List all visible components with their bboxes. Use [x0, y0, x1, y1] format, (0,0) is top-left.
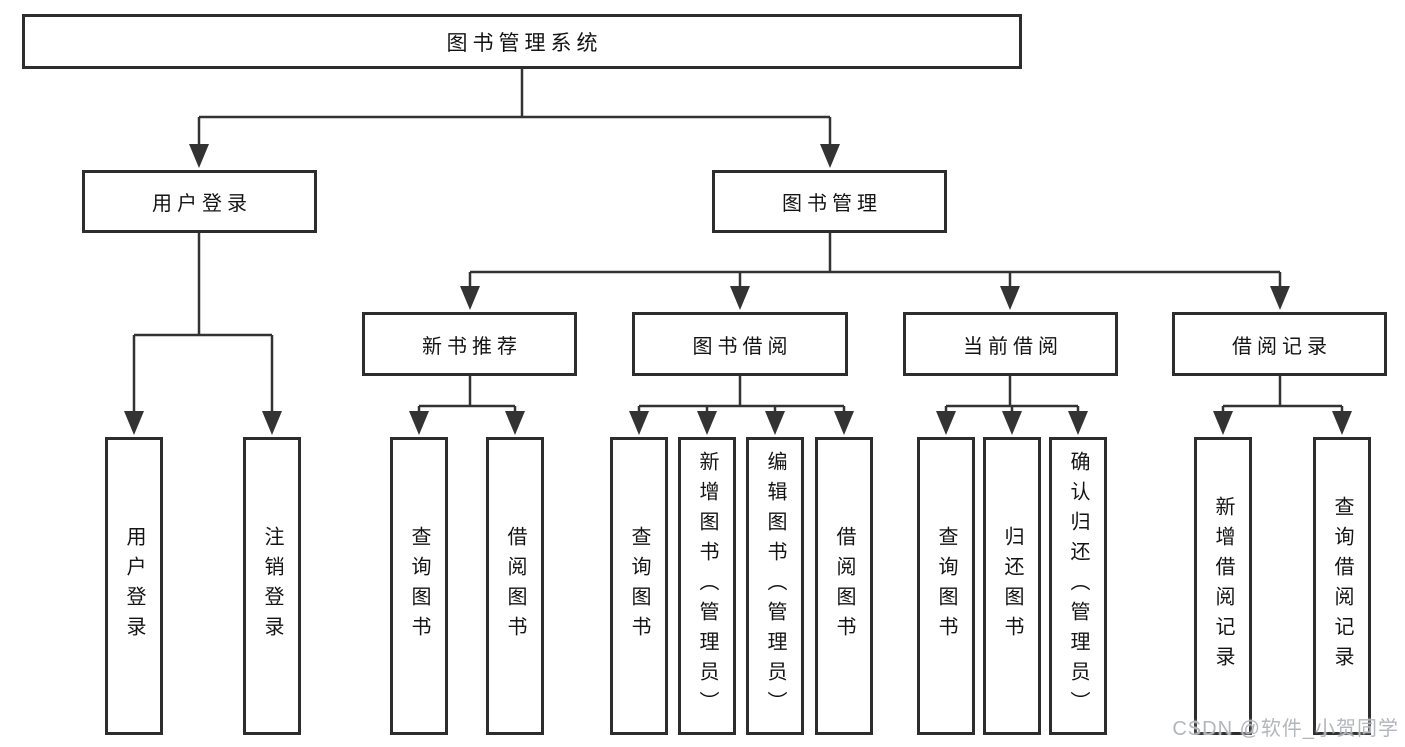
leaf-add-book-admin: 新增图书（管理员）	[678, 437, 736, 735]
leaf-borrow-books-borrowing: 借阅图书	[815, 437, 873, 735]
leaf-add-borrow-record: 新增借阅记录	[1194, 437, 1252, 735]
leaf-query-borrow-record-label: 查询借阅记录	[1331, 496, 1353, 676]
leaf-add-borrow-record-label: 新增借阅记录	[1212, 496, 1234, 676]
leaf-borrow-books-recommend-label: 借阅图书	[504, 526, 526, 646]
leaf-logout-label: 注销登录	[261, 526, 283, 646]
csdn-watermark: CSDN @软件_小贺同学	[1172, 718, 1399, 740]
node-book-management-branch: 图书管理	[712, 170, 947, 233]
leaf-query-books-recommend-label: 查询图书	[408, 526, 430, 646]
leaf-edit-book-admin: 编辑图书（管理员）	[746, 437, 804, 735]
leaf-confirm-return-admin-label: 确认归还（管理员）	[1067, 451, 1089, 721]
leaf-return-books: 归还图书	[983, 437, 1041, 735]
node-library-management-system: 图书管理系统	[22, 14, 1022, 69]
leaf-query-books-recommend: 查询图书	[390, 437, 448, 735]
leaf-query-books-borrowing: 查询图书	[610, 437, 668, 735]
leaf-user-login: 用户登录	[105, 437, 163, 735]
node-book-borrowing: 图书借阅	[632, 312, 848, 376]
arrowheads	[124, 144, 1352, 435]
leaf-confirm-return-admin: 确认归还（管理员）	[1049, 437, 1107, 735]
leaf-query-books-current: 查询图书	[917, 437, 975, 735]
leaf-query-books-borrowing-label: 查询图书	[628, 526, 650, 646]
node-borrow-records: 借阅记录	[1172, 312, 1387, 376]
node-user-login-branch: 用户登录	[82, 170, 317, 233]
leaf-logout: 注销登录	[243, 437, 301, 735]
node-current-borrowing: 当前借阅	[903, 312, 1118, 376]
leaf-borrow-books-borrowing-label: 借阅图书	[833, 526, 855, 646]
leaf-edit-book-admin-label: 编辑图书（管理员）	[764, 451, 786, 721]
connector-shafts	[132, 69, 1344, 418]
leaf-user-login-label: 用户登录	[123, 526, 145, 646]
leaf-query-books-current-label: 查询图书	[935, 526, 957, 646]
leaf-add-book-admin-label: 新增图书（管理员）	[696, 451, 718, 721]
node-new-book-recommend: 新书推荐	[362, 312, 577, 376]
leaf-return-books-label: 归还图书	[1001, 526, 1023, 646]
leaf-borrow-books-recommend: 借阅图书	[486, 437, 544, 735]
leaf-query-borrow-record: 查询借阅记录	[1313, 437, 1371, 735]
